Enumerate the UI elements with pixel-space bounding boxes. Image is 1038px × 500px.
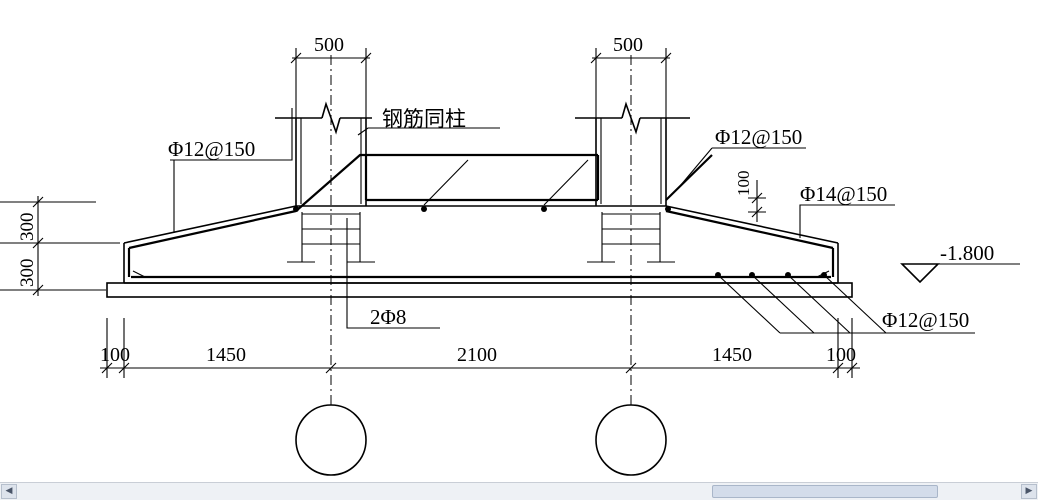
top-rebar [127, 153, 835, 277]
label-rebar-bottom: Φ12@150 [882, 308, 969, 332]
rebar-dot [665, 206, 671, 212]
label-rebar-same-as-column: 钢筋同柱 [382, 107, 466, 131]
dim-100-vertical [748, 180, 766, 222]
leader-rebar-right-slope [799, 204, 895, 210]
label-stirrup-bars: 2Φ8 [370, 305, 406, 329]
label-dim-bottom-2: 2100 [457, 344, 497, 366]
label-col-width-left: 500 [314, 34, 344, 56]
leader-stirrup-bars [346, 218, 440, 329]
leader-rebar-same-as-column [357, 127, 500, 136]
elevation-marker [900, 263, 1020, 284]
label-height-300-lower: 300 [17, 259, 38, 288]
bottom-rebar [131, 270, 831, 279]
rebar-dot [293, 206, 299, 212]
label-col-width-right: 500 [613, 34, 643, 56]
leader-rebar-right-top-drop [679, 147, 713, 187]
leader-rebar-bottom [717, 274, 975, 334]
label-dim-bottom-0: 100 [100, 344, 130, 366]
scroll-thumb[interactable] [712, 485, 938, 498]
foundation-section-drawing: 500 500 [0, 34, 1020, 476]
scroll-left-button[interactable]: ◀ [1, 484, 17, 499]
label-elevation: -1.800 [940, 241, 994, 265]
rebar-dot [421, 206, 427, 212]
dim-height-left [0, 196, 120, 296]
column-anchor-right [587, 212, 675, 263]
scroll-right-button[interactable]: ▶ [1021, 484, 1037, 499]
axis-bubble-left [295, 404, 367, 476]
leader-rebar-left-slope [170, 108, 293, 161]
label-dim-bottom-1: 1450 [206, 344, 246, 366]
blinding-layer [106, 282, 853, 298]
label-rebar-right-slope: Φ14@150 [800, 182, 887, 206]
label-rebar-right-top: Φ12@150 [715, 125, 802, 149]
dim-col-width-left [290, 48, 372, 120]
dim-bottom-chain [100, 318, 860, 378]
label-dim-bottom-3: 1450 [712, 344, 752, 366]
footing-outline [123, 205, 839, 284]
label-rebar-left-slope: Φ12@150 [168, 137, 255, 161]
rebar-tick [543, 159, 589, 206]
label-dim-100-vertical: 100 [734, 171, 753, 197]
dim-col-width-right [590, 48, 672, 120]
column-left [275, 101, 372, 206]
horizontal-scrollbar[interactable]: ◀ ▶ [0, 482, 1038, 500]
column-anchor-left [287, 212, 375, 263]
label-height-300-upper: 300 [17, 213, 38, 242]
rebar-tick [423, 159, 469, 206]
axis-bubble-right [595, 404, 667, 476]
label-dim-bottom-4: 100 [826, 344, 856, 366]
column-right [575, 101, 690, 206]
rebar-dot [541, 206, 547, 212]
